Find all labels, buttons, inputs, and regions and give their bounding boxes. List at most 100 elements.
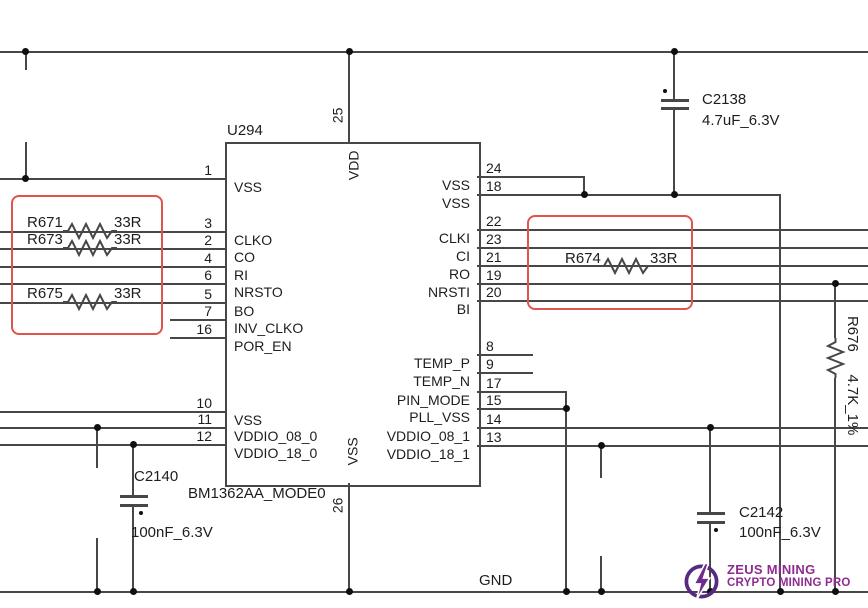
junction-dot <box>22 175 29 182</box>
pin-number: 13 <box>486 429 502 445</box>
wire-pin18-vss <box>477 194 781 196</box>
chip-body-u294 <box>225 142 481 487</box>
gnd-net-label: GND <box>479 572 513 589</box>
capacitor-value: 100nF_6.3V <box>739 524 821 541</box>
resistor-value: 33R <box>114 214 142 231</box>
wire-c2140-lead-top <box>132 444 134 496</box>
wire-pin16-poren <box>170 337 225 339</box>
pin-name: VSS <box>234 412 263 428</box>
pin-number: 6 <box>204 267 212 283</box>
wire-c2142-lead-top <box>709 427 711 513</box>
pin-number: 20 <box>486 284 502 300</box>
wire-vss-link-24-18 <box>583 176 585 195</box>
wire-stub-top-left-a <box>25 51 27 70</box>
highlight-box-right <box>527 215 693 310</box>
resistor-symbol-r673 <box>63 238 117 258</box>
capacitor-ref: C2140 <box>134 468 179 485</box>
pin-number: 19 <box>486 267 502 283</box>
pin-number: 8 <box>486 338 494 354</box>
wire-pin8-tempp <box>477 354 533 356</box>
pin-name: CLKO <box>234 232 273 248</box>
wire-vddio181-drop-a <box>600 445 602 478</box>
highlight-box-left <box>11 195 163 335</box>
pin-number: 23 <box>486 231 502 247</box>
pin-name: BI <box>456 301 470 317</box>
resistor-ref: R675 <box>27 285 63 302</box>
pin-number: 16 <box>196 321 212 337</box>
wire-pin17-pinmode <box>477 391 567 393</box>
pin-name: VSS <box>234 179 263 195</box>
pin-number: 3 <box>204 215 212 231</box>
wire-pin9-tempn <box>477 372 533 374</box>
wire-pin25-vdd <box>348 51 350 143</box>
pin-name: VDDIO_18_1 <box>386 446 470 462</box>
junction-dot <box>346 48 353 55</box>
pin-name: RI <box>234 267 248 283</box>
capacitor-ref: C2142 <box>739 504 784 521</box>
zeus-mining-logo-text: ZEUS MINING <box>727 562 816 577</box>
wire-pin23-ci <box>477 247 868 249</box>
wire-vddio181-drop-b <box>600 556 602 592</box>
junction-dot <box>346 588 353 595</box>
resistor-ref: R674 <box>565 250 601 267</box>
resistor-symbol-r671 <box>63 221 117 241</box>
pin-name: VSS <box>441 195 470 211</box>
resistor-ref: R671 <box>27 214 63 231</box>
resistor-symbol-r674 <box>599 256 653 276</box>
junction-dot <box>671 191 678 198</box>
wire-pin26-vss <box>348 483 350 592</box>
zeus-mining-logo-subtext: CRYPTO MINING PRO <box>727 577 851 589</box>
pin-number: 1 <box>204 162 212 178</box>
capacitor-plate <box>697 512 725 515</box>
pin-name: POR_EN <box>234 338 292 354</box>
resistor-ref: R676 <box>843 315 861 352</box>
chip-part-number: BM1362AA_MODE0 <box>188 485 326 502</box>
zeus-mining-logo-icon <box>684 562 719 600</box>
junction-dot <box>707 424 714 431</box>
wire-r676-lead-top <box>834 283 836 338</box>
wire-vdd-rail <box>0 51 868 53</box>
pin-name: INV_CLKO <box>234 320 304 336</box>
resistor-value: 33R <box>114 285 142 302</box>
wire-pin19-nrsti <box>477 283 868 285</box>
junction-dot <box>832 588 839 595</box>
chip-ref: U294 <box>227 122 263 139</box>
pin-name: VSS <box>441 177 470 193</box>
pin-number: 15 <box>486 392 502 408</box>
junction-dot <box>22 48 29 55</box>
pin-name: TEMP_P <box>413 355 470 371</box>
capacitor-plate <box>661 107 689 110</box>
capacitor-plate <box>120 504 148 507</box>
wire-pin13-vddio181 <box>477 445 868 447</box>
pin-name: CO <box>234 249 255 265</box>
wire-c2140-lead-bottom <box>132 506 134 592</box>
pin-name: PIN_MODE <box>396 392 470 408</box>
wire-vss-drop <box>779 194 781 592</box>
wire-r676-lead-bottom <box>834 378 836 592</box>
pin-number: 5 <box>204 286 212 302</box>
polarity-dot <box>663 89 667 93</box>
junction-dot <box>598 442 605 449</box>
pin-name: TEMP_N <box>413 373 470 389</box>
capacitor-plate <box>120 495 148 498</box>
pin-name: CLKI <box>438 230 470 246</box>
pin-number: 2 <box>204 232 212 248</box>
pin-number-26: 26 <box>329 497 346 514</box>
resistor-symbol-r676 <box>825 338 846 378</box>
wire-pin12-vddio180 <box>0 444 225 446</box>
pin-number: 4 <box>204 250 212 266</box>
pin-number: 14 <box>486 411 502 427</box>
wire-c2142-lead-bottom <box>709 523 711 592</box>
capacitor-plate <box>661 99 689 102</box>
junction-dot <box>581 191 588 198</box>
wire-pinmode-drop <box>565 391 567 592</box>
junction-dot <box>94 424 101 431</box>
wire-pin6-nrsto <box>0 283 225 285</box>
wire-pin15-pllvss <box>477 408 567 410</box>
pin-name: NRSTI <box>428 284 470 300</box>
junction-dot <box>563 405 570 412</box>
wire-vddio080-drop-b <box>96 538 98 592</box>
junction-dot <box>94 588 101 595</box>
polarity-dot <box>139 511 143 515</box>
